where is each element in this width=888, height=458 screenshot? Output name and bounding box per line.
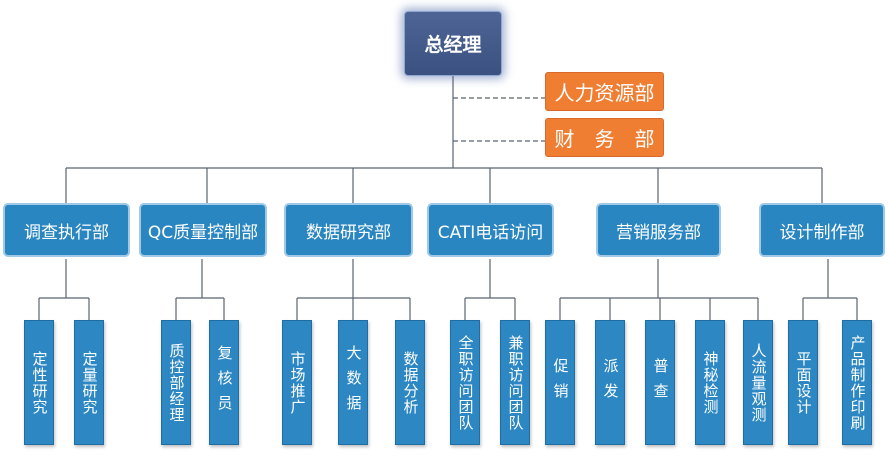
sub-unit-graphic-design: 平面设计 <box>788 320 818 445</box>
sub-unit-mystery-check: 神秘检测 <box>695 320 725 445</box>
sub-unit-qc-manager: 质控部经理 <box>161 320 191 445</box>
sub-unit-parttime-interview-team: 兼职访问团队 <box>500 320 530 445</box>
dept-design-production: 设计制作部 <box>759 203 885 257</box>
sub-unit-distribution: 派发 <box>595 320 625 445</box>
sub-unit-marketing-promotion: 市场推广 <box>282 320 312 445</box>
dept-qc-quality-control: QC质量控制部 <box>139 203 267 257</box>
general-manager-box: 总经理 <box>404 11 502 76</box>
dept-cati-phone-interview: CATI电话访问 <box>427 203 554 257</box>
sub-unit-footfall-observation: 人流量观测 <box>743 320 773 445</box>
sub-unit-data-analysis: 数据分析 <box>395 320 425 445</box>
sub-unit-quantitative-research: 定量研究 <box>74 320 104 445</box>
dept-data-research: 数据研究部 <box>284 203 413 257</box>
sub-unit-census: 普查 <box>645 320 675 445</box>
sub-unit-qualitative-research: 定性研究 <box>24 320 54 445</box>
sub-unit-promotion: 促销 <box>545 320 575 445</box>
sub-unit-big-data: 大数据 <box>338 320 368 445</box>
finance-department-box: 财 务 部 <box>545 118 664 157</box>
sub-unit-product-print: 产品制作印刷 <box>842 320 872 445</box>
sub-unit-reviewer: 复核员 <box>209 320 239 445</box>
hr-department-box: 人力资源部 <box>545 72 664 111</box>
sub-unit-fulltime-interview-team: 全职访问团队 <box>450 320 480 445</box>
dept-marketing-service: 营销服务部 <box>596 203 721 257</box>
dept-survey-execution: 调查执行部 <box>3 203 130 257</box>
